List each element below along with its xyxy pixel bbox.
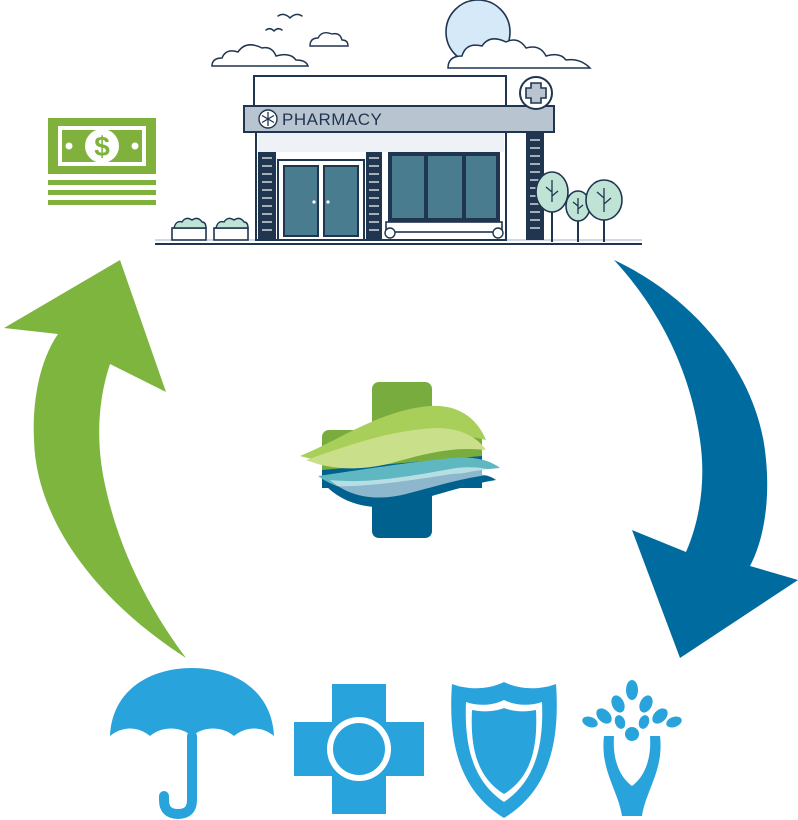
health-cross-logo: [300, 382, 500, 538]
svg-text:$: $: [94, 131, 110, 162]
planter-icon: [171, 217, 207, 241]
display-windows: [384, 152, 504, 239]
entrance-doors: [277, 159, 365, 241]
umbrella-icon: [110, 668, 274, 820]
tree-person-icon: [582, 680, 682, 816]
cloud-icon: [309, 31, 349, 47]
blue-arrow-icon: [614, 260, 798, 658]
building-roof: [253, 75, 507, 107]
pharmacy-sign-label: PHARMACY: [282, 110, 382, 129]
pharmacy-sign: PHARMACY: [243, 105, 555, 133]
bird-icon: [265, 13, 303, 33]
pharmacy-store: PHARMACY: [155, 75, 642, 245]
shield-icon: [451, 682, 557, 818]
tree-icon: [535, 171, 569, 242]
tree-icon: [585, 179, 623, 242]
cash-stack-icon: $: [48, 118, 156, 205]
cross-circle-icon: [294, 684, 424, 814]
planter-icon: [213, 217, 249, 241]
cloud-icon: [447, 38, 592, 69]
green-arrow-icon: [4, 260, 186, 658]
cross-sign-icon: [519, 76, 553, 110]
brick-column: [258, 152, 276, 240]
cloud-icon: [211, 44, 310, 67]
sky-decoration: [211, 0, 592, 69]
brick-column: [366, 152, 382, 240]
